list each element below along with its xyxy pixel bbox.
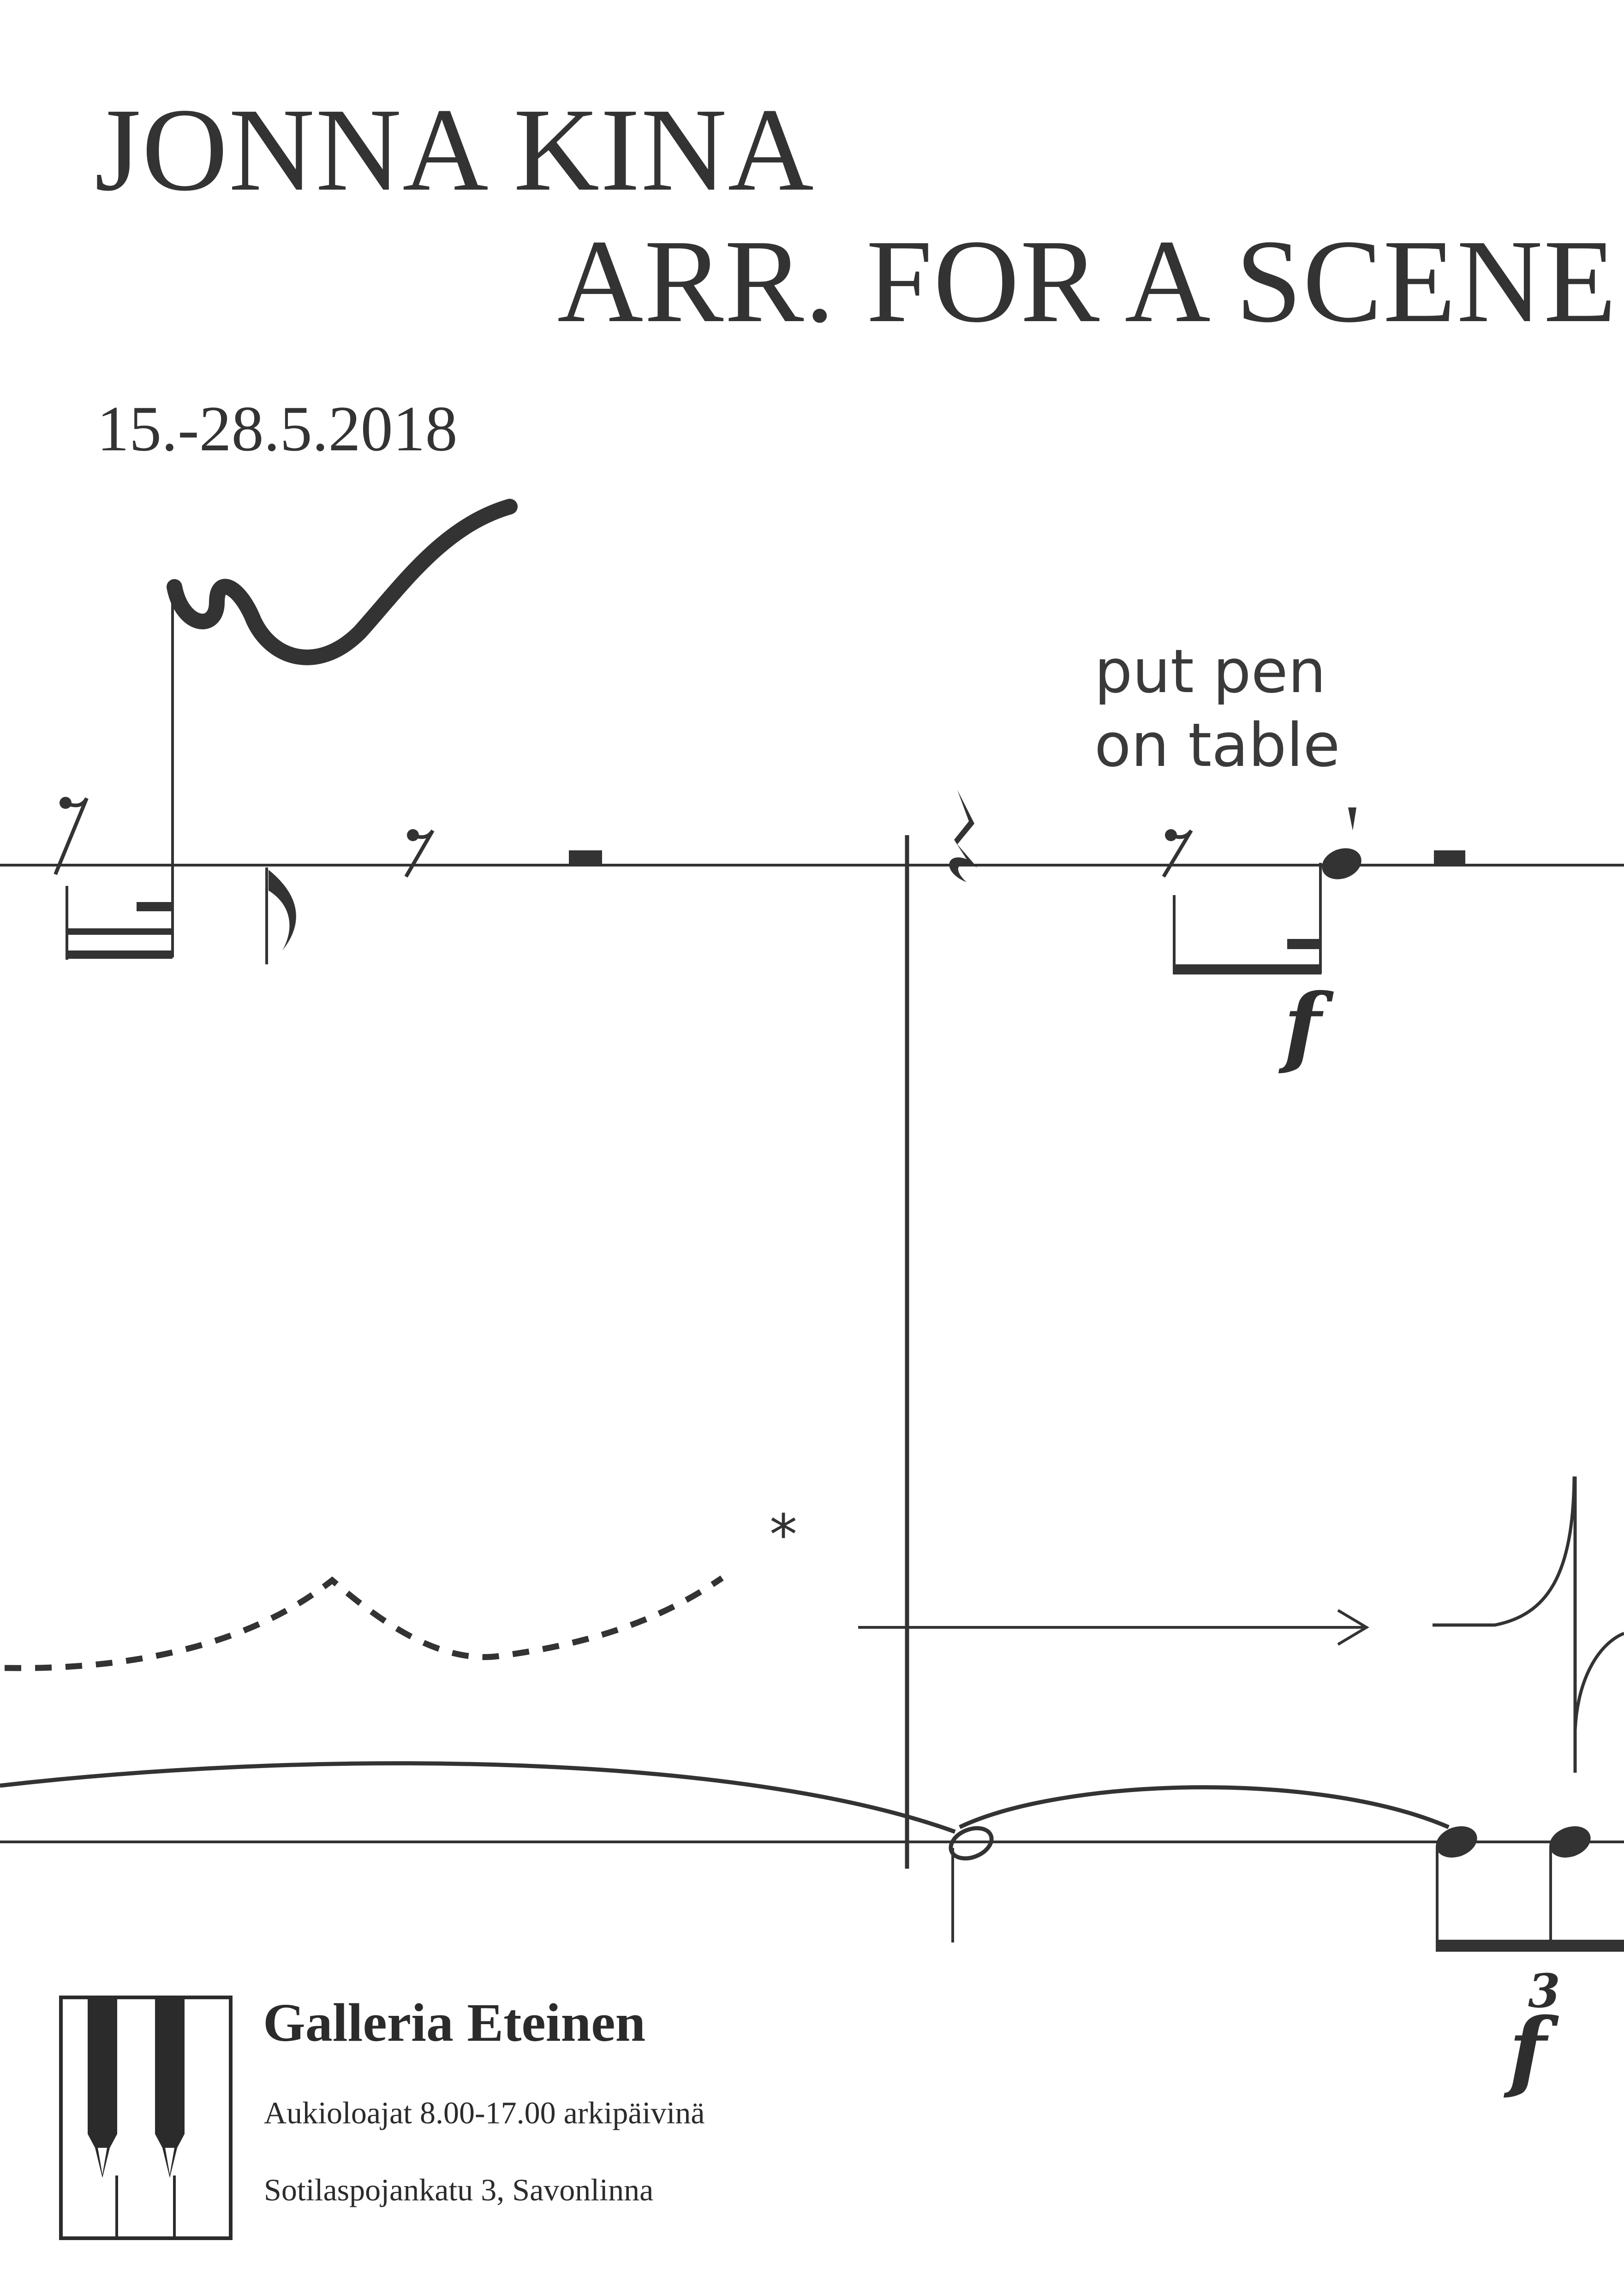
instruction-line-1: put pen	[1094, 636, 1326, 706]
venue-name: Galleria Eteinen	[263, 1992, 646, 2053]
triplet-note-1	[1436, 1826, 1477, 1858]
venue-address: Sotilaspojankatu 3, Savonlinna	[264, 2172, 654, 2207]
eighth-rest-3	[1162, 829, 1193, 878]
slur-long	[0, 1761, 956, 1834]
slur-short	[959, 1785, 1450, 1829]
beam-bar-2	[66, 950, 173, 959]
triplet-beam	[1436, 1940, 1624, 1952]
beam-bar-right-2	[1287, 939, 1321, 949]
instruction-line-2: on table	[1094, 710, 1340, 780]
dashed-curve	[4, 1575, 724, 1671]
opening-hours: Aukioloajat 8.00-17.00 arkipäivinä	[264, 2095, 705, 2130]
flagged-stem	[265, 867, 296, 964]
quarter-rest	[949, 790, 977, 882]
half-rest-2	[1434, 850, 1465, 864]
accented-notehead	[1322, 848, 1361, 879]
swell-curve	[1433, 1476, 1576, 1627]
eighth-rest-2	[404, 829, 435, 878]
half-rest-1	[569, 850, 602, 864]
gesture-scribble	[167, 499, 518, 665]
tuplet-number: 3	[1528, 1964, 1560, 2018]
asterisk: *	[770, 1503, 797, 1567]
piano-keys-icon	[59, 1996, 233, 2240]
triplet-note-2	[1549, 1826, 1591, 1858]
beam-bar-3	[137, 902, 172, 911]
beam-bar-right-1	[1173, 964, 1321, 974]
artist-name: JONNA KINA	[95, 84, 815, 215]
accent-mark	[1348, 807, 1356, 831]
exhibition-dates: 15.-28.5.2018	[97, 393, 458, 465]
eighth-rest-1	[54, 797, 89, 875]
arrow-head	[1337, 1609, 1369, 1646]
beam-bar-1	[66, 928, 173, 935]
dynamic-forte-1: f	[1278, 974, 1334, 1077]
exhibition-title: ARR. FOR A SCENE	[557, 215, 1618, 347]
swell-curve-lower	[1573, 1632, 1624, 1731]
